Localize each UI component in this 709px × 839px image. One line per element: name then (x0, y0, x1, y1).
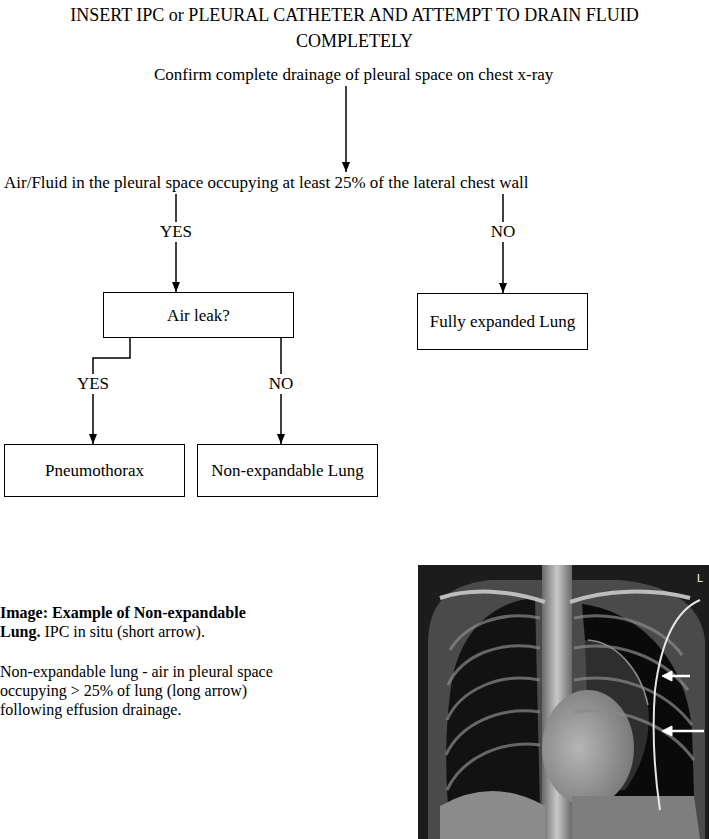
flow-arrow (175, 194, 177, 292)
image-caption: Image: Example of Non-expandable Lung.IP… (0, 603, 292, 641)
rib (447, 678, 540, 720)
rib (447, 744, 540, 790)
diagram-title: INSERT IPC or PLEURAL CATHETER AND ATTEM… (12, 2, 697, 54)
xray-ground (418, 565, 709, 839)
ipc-tube (654, 600, 700, 810)
rib (574, 711, 694, 760)
node-text: Pneumothorax (45, 460, 144, 481)
edge-label: YES (74, 374, 112, 394)
fluid-level (572, 796, 700, 839)
arrow-shaft (670, 675, 690, 678)
node-text: Air leak? (167, 305, 230, 326)
ribs (446, 616, 694, 790)
side-marker: L (697, 572, 703, 584)
node-text: Confirm complete drainage of pleural spa… (154, 64, 553, 86)
edge-label: NO (488, 222, 519, 242)
text-node: Air/Fluid in the pleural space occupying… (4, 172, 528, 194)
flow-arrow (345, 86, 347, 172)
heart (542, 690, 634, 806)
right-diaphragm (440, 791, 545, 839)
right-clavicle (440, 592, 545, 602)
node-text: Fully expanded Lung (430, 311, 575, 332)
text-node: Confirm complete drainage of pleural spa… (154, 64, 553, 86)
node-text: Air/Fluid in the pleural space occupying… (4, 172, 528, 194)
caption-text: IPC in situ (short arrow). (44, 623, 204, 640)
flow-arrow (502, 194, 504, 293)
process-box: Non-expandable Lung (197, 444, 378, 497)
arrow-head (662, 671, 672, 681)
left-clavicle (570, 592, 690, 602)
short-arrow (662, 671, 690, 681)
arrow-shaft (670, 730, 704, 733)
caption-note: Non-expandable lung - air in pleural spa… (0, 662, 292, 719)
node-text: Non-expandable Lung (211, 460, 363, 481)
process-box: Air leak? (103, 292, 294, 338)
edge-label: NO (266, 374, 297, 394)
process-box: Pneumothorax (4, 444, 185, 497)
long-arrow (662, 726, 704, 736)
process-box: Fully expanded Lung (417, 293, 588, 350)
right-lung (446, 598, 540, 808)
edge-label: YES (157, 222, 195, 242)
arrow-head (662, 726, 672, 736)
